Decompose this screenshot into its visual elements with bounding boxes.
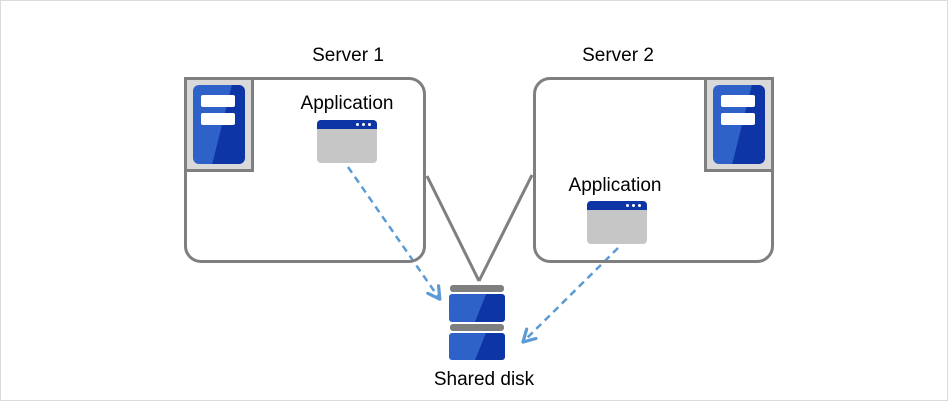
application1-window-icon — [317, 120, 377, 163]
tower-slot-bar — [721, 113, 755, 125]
window-dot-icon — [626, 204, 629, 207]
disk-middle-bar — [450, 324, 504, 331]
disk-platter — [449, 333, 505, 360]
tower-slot-bar — [201, 113, 235, 125]
disk-top-bar — [450, 285, 504, 292]
window-dot-icon — [362, 123, 365, 126]
server1-tower-icon — [184, 77, 254, 172]
server-tower-shape — [713, 85, 765, 164]
window-dot-icon — [638, 204, 641, 207]
server2-to-disk-line — [477, 174, 534, 282]
server-tower-shape — [193, 85, 245, 164]
window-dot-icon — [632, 204, 635, 207]
disk-platter — [449, 294, 505, 322]
window-titlebar — [317, 120, 377, 129]
tower-slot-bar — [721, 95, 755, 107]
window-dot-icon — [356, 123, 359, 126]
window-titlebar — [587, 201, 647, 210]
tower-slot-bar — [201, 95, 235, 107]
server2-title: Server 2 — [582, 45, 654, 66]
server1-title: Server 1 — [312, 45, 384, 66]
server2-tower-icon — [704, 77, 774, 172]
server1-to-disk-line — [425, 175, 481, 282]
application1-label: Application — [300, 93, 394, 114]
shared-disk-label: Shared disk — [433, 369, 535, 390]
window-dot-icon — [368, 123, 371, 126]
application2-window-icon — [587, 201, 647, 244]
application2-label: Application — [568, 175, 662, 196]
shared-disk-icon — [449, 285, 505, 361]
